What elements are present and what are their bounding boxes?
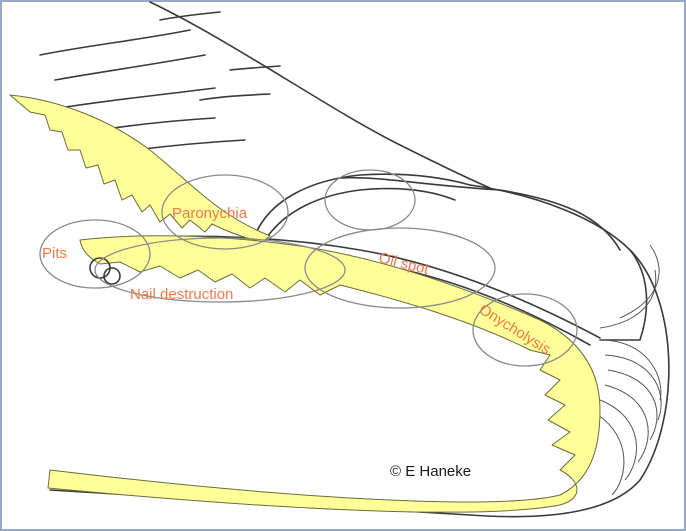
label-nail-destruction: Nail destruction: [130, 286, 233, 303]
nail-bed-yellow: [10, 95, 600, 512]
nail-fold: [255, 174, 620, 250]
label-paronychia: Paronychia: [172, 205, 248, 222]
label-pits: Pits: [42, 245, 67, 262]
nail-bed-strip: [48, 236, 600, 512]
credit-text: © E Haneke: [390, 463, 471, 480]
